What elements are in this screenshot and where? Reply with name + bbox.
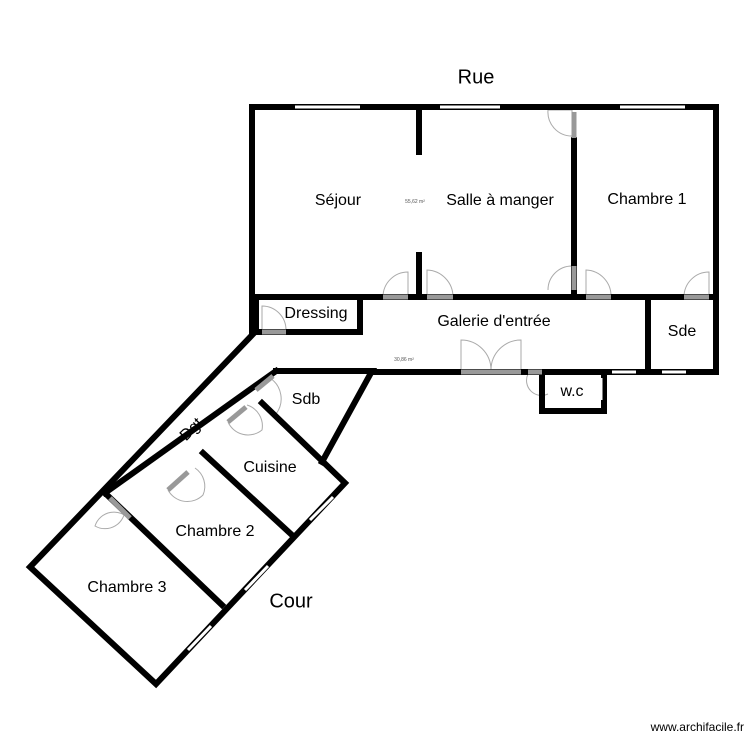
room-galerie: Galerie d'entrée — [437, 313, 551, 330]
courtyard-label: Cour — [269, 590, 313, 613]
room-chambre-3: Chambre 3 — [87, 579, 167, 596]
room-chambre-2: Chambre 2 — [175, 523, 255, 540]
room-dressing: Dressing — [284, 305, 348, 322]
windows — [186, 105, 686, 652]
room-sde: Sde — [667, 323, 697, 340]
door-leaves — [108, 112, 709, 520]
room-sejour: Séjour — [314, 192, 362, 209]
watermark: www.archifacile.fr — [650, 720, 744, 734]
room-salle-a-manger: Salle à manger — [446, 192, 554, 209]
area-main: 55,62 m² — [405, 199, 425, 205]
door-swings — [94, 109, 710, 530]
room-wc: w.c — [560, 383, 584, 400]
room-cuisine: Cuisine — [243, 459, 297, 476]
room-sdb: Sdb — [291, 391, 321, 408]
area-galerie: 30,86 m² — [394, 357, 414, 363]
street-label: Rue — [457, 66, 495, 89]
room-chambre-1: Chambre 1 — [607, 191, 687, 208]
